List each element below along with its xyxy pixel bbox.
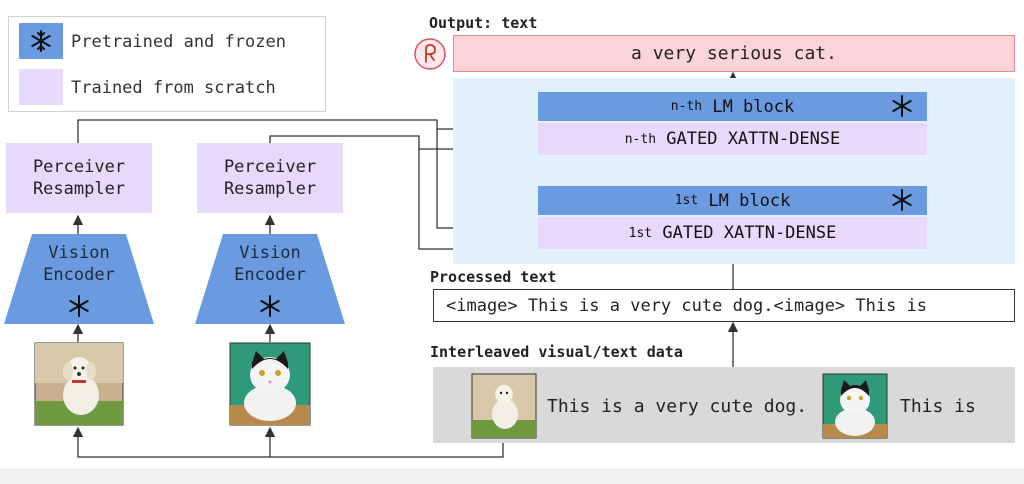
legend: Pretrained and frozen Trained from scrat… [8,16,326,112]
processed-text-box: <image> This is a very cute dog.<image> … [433,289,1015,322]
nth-lm-block: n-th LM block [538,92,927,121]
encoder-left-line2: Encoder [43,265,115,285]
nth-lm-suffix: LM block [712,96,795,117]
bottom-strip [0,468,1024,484]
first-lm-prefix: 1st [674,193,699,208]
dog-photo [34,342,124,426]
nth-gated-xattn-dense: n-th GATED XATTN-DENSE [538,123,927,155]
output-text: a very serious cat. [631,43,837,64]
vision-encoder-right [195,234,345,324]
interleaved-text-1: This is a very cute dog. [547,396,808,417]
interleaved-text-2: This is [900,396,976,417]
legend-scratch-swatch [19,69,63,105]
legend-frozen-swatch [19,23,63,59]
first-xattn-prefix: 1st [628,225,653,241]
snowflake-icon [892,95,912,117]
resampler-right-line1: Perceiver [223,157,317,177]
output-heading: Output: text [429,14,538,32]
snowflake-icon [69,295,89,317]
perceiver-resampler-right: Perceiver Resampler [197,143,343,213]
nth-lm-prefix: n-th [670,99,703,114]
cat-photo [229,342,311,426]
first-lm-suffix: LM block [708,190,791,211]
encoder-right-line1: Vision [239,243,301,263]
vision-encoder-left [4,234,154,324]
legend-frozen-label: Pretrained and frozen [71,32,286,52]
interleaved-heading: Interleaved visual/text data [430,343,683,361]
first-lm-block: 1st LM block [538,186,927,215]
resampler-left-line2: Resampler [32,179,126,199]
nth-xattn-suffix: GATED XATTN-DENSE [666,129,841,149]
encoder-left-label: Vision Encoder [4,240,154,288]
resampler-right-line2: Resampler [223,179,317,199]
snowflake-icon [31,30,51,52]
encoder-left-line1: Vision [48,243,110,263]
nth-xattn-prefix: n-th [624,131,657,147]
processed-text: <image> This is a very cute dog.<image> … [446,295,928,316]
perceiver-resampler-left: Perceiver Resampler [6,143,152,213]
dog-thumbnail [471,373,537,439]
snowflake-icon [892,189,912,211]
snowflake-icon [260,295,280,317]
legend-scratch-label: Trained from scratch [71,78,276,98]
output-text-box: a very serious cat. [453,35,1015,72]
encoder-right-label: Vision Encoder [195,240,345,288]
resampler-left-line1: Perceiver [32,157,126,177]
flamingo-logo-icon [414,38,446,70]
processed-text-heading: Processed text [430,268,557,286]
cat-thumbnail [822,373,888,439]
first-xattn-suffix: GATED XATTN-DENSE [662,223,837,243]
first-gated-xattn-dense: 1st GATED XATTN-DENSE [538,217,927,249]
encoder-right-line2: Encoder [234,265,306,285]
